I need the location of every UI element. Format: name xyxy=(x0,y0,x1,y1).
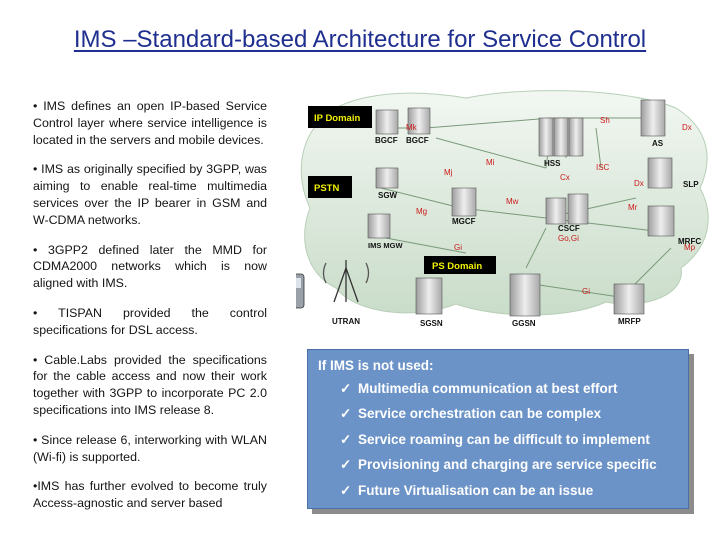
svg-text:SGW: SGW xyxy=(378,191,398,200)
if-mi: Mi xyxy=(486,158,495,167)
antenna-icon xyxy=(322,260,370,303)
svg-text:BGCF: BGCF xyxy=(375,136,398,145)
server-bgcf2: BGCF xyxy=(406,107,431,145)
if-mj: Mj xyxy=(444,168,453,177)
check-icon: ✓ xyxy=(340,406,352,422)
slide-title: IMS –Standard-based Architecture for Ser… xyxy=(0,26,720,54)
ims-architecture-diagram: IP Domain PSTN PS Domain BGCF BGCF SGW M… xyxy=(296,90,709,328)
bullet-item: • IMS as originally specified by 3GPP, w… xyxy=(33,162,267,227)
if-mk: Mk xyxy=(406,123,418,132)
bullet-item: • Since release 6, interworking with WLA… xyxy=(33,432,267,464)
list-item: ✓ Service orchestration can be complex xyxy=(340,405,657,430)
svg-text:MRFC: MRFC xyxy=(678,237,701,246)
svg-text:HSS: HSS xyxy=(544,159,561,168)
server-sgsn: SGSN xyxy=(415,277,443,328)
svg-text:SGSN: SGSN xyxy=(420,319,443,328)
list-item: ✓ Provisioning and charging are service s… xyxy=(340,456,657,481)
consequence-list: ✓ Multimedia communication at best effort… xyxy=(340,380,657,507)
ps-domain-box xyxy=(424,256,496,274)
check-icon: ✓ xyxy=(340,482,352,498)
server-mrfp: MRFP xyxy=(613,283,645,326)
list-item-text: Future Virtualisation can be an issue xyxy=(358,482,594,498)
svg-text:GGSN: GGSN xyxy=(512,319,536,328)
if-mr: Mr xyxy=(628,203,638,212)
bullet-item: •IMS has further evolved to become truly… xyxy=(33,479,267,511)
server-cscf: CSCF xyxy=(545,193,589,233)
svg-text:AS: AS xyxy=(652,139,664,148)
if-mp: Mp xyxy=(684,243,696,252)
bullet-item: • IMS defines an open IP-based Service C… xyxy=(33,99,267,147)
interface-labels: Mk Sh Dx Mi Mj ISC Cx Dx Mg Mw Mr Go,Gi … xyxy=(406,116,696,296)
server-sgw: SGW xyxy=(375,167,399,200)
if-ims-not-used-box: If IMS is not used: ✓ Multimedia communic… xyxy=(307,349,689,509)
server-slp: SLP xyxy=(647,157,699,189)
svg-text:IMS MGW: IMS MGW xyxy=(368,241,403,250)
list-item: ✓ Multimedia communication at best effort xyxy=(340,380,657,405)
ip-domain-box xyxy=(308,106,372,128)
if-isc: ISC xyxy=(596,163,610,172)
server-mgcf: MGCF xyxy=(451,187,477,226)
svg-text:MRFP: MRFP xyxy=(618,317,641,326)
list-item-text: Multimedia communication at best effort xyxy=(358,381,618,396)
ip-domain-label: IP Domain xyxy=(314,113,360,124)
utran-label: UTRAN xyxy=(332,317,360,326)
pstn-box xyxy=(308,176,352,198)
server-bgcf1: BGCF xyxy=(375,109,399,145)
server-ggsn: GGSN xyxy=(509,273,541,328)
if-dx2: Dx xyxy=(634,179,644,188)
if-go-gi: Go,Gi xyxy=(558,234,579,243)
bullet-item: • TISPAN provided the control specificat… xyxy=(33,305,267,337)
svg-text:BGCF: BGCF xyxy=(406,136,429,145)
if-cx: Cx xyxy=(560,173,570,182)
bullet-item: • 3GPP2 defined later the MMD for CDMA20… xyxy=(33,242,267,291)
check-icon: ✓ xyxy=(340,431,352,447)
if-gi2: Gi xyxy=(582,287,590,296)
if-sh: Sh xyxy=(600,116,610,125)
core-network-cloud xyxy=(300,90,709,316)
if-mw: Mw xyxy=(506,197,519,206)
server-mrfc: MRFC xyxy=(647,205,701,246)
list-item: ✓ Future Virtualisation can be an issue xyxy=(340,482,657,507)
list-item: ✓ Service roaming can be difficult to imp… xyxy=(340,431,657,456)
check-icon: ✓ xyxy=(340,381,352,396)
list-item-text: Provisioning and charging are service sp… xyxy=(358,457,657,473)
slide-title-text: IMS –Standard-based Architecture for Ser… xyxy=(73,26,647,53)
if-dx1: Dx xyxy=(682,123,692,132)
ps-domain-label: PS Domain xyxy=(432,261,482,272)
list-item-text: Service roaming can be difficult to impl… xyxy=(358,431,650,447)
if-mg: Mg xyxy=(416,207,427,216)
if-gi1: Gi xyxy=(454,243,462,252)
check-icon: ✓ xyxy=(340,457,352,473)
bullet-item: • Cable.Labs provided the specifications… xyxy=(33,352,267,417)
server-as: AS xyxy=(640,99,666,148)
svg-text:SLP: SLP xyxy=(683,180,699,189)
svg-text:MGCF: MGCF xyxy=(452,217,476,226)
phone-icon xyxy=(296,273,305,309)
svg-text:CSCF: CSCF xyxy=(558,224,580,233)
server-ims-mgw: IMS MGW xyxy=(367,213,403,250)
server-hss: HSS xyxy=(538,117,584,168)
list-item-text: Service orchestration can be complex xyxy=(358,406,602,422)
bullet-list: • IMS defines an open IP-based Service C… xyxy=(33,98,267,525)
box-heading: If IMS is not used: xyxy=(318,358,434,373)
pstn-label: PSTN xyxy=(314,183,339,194)
